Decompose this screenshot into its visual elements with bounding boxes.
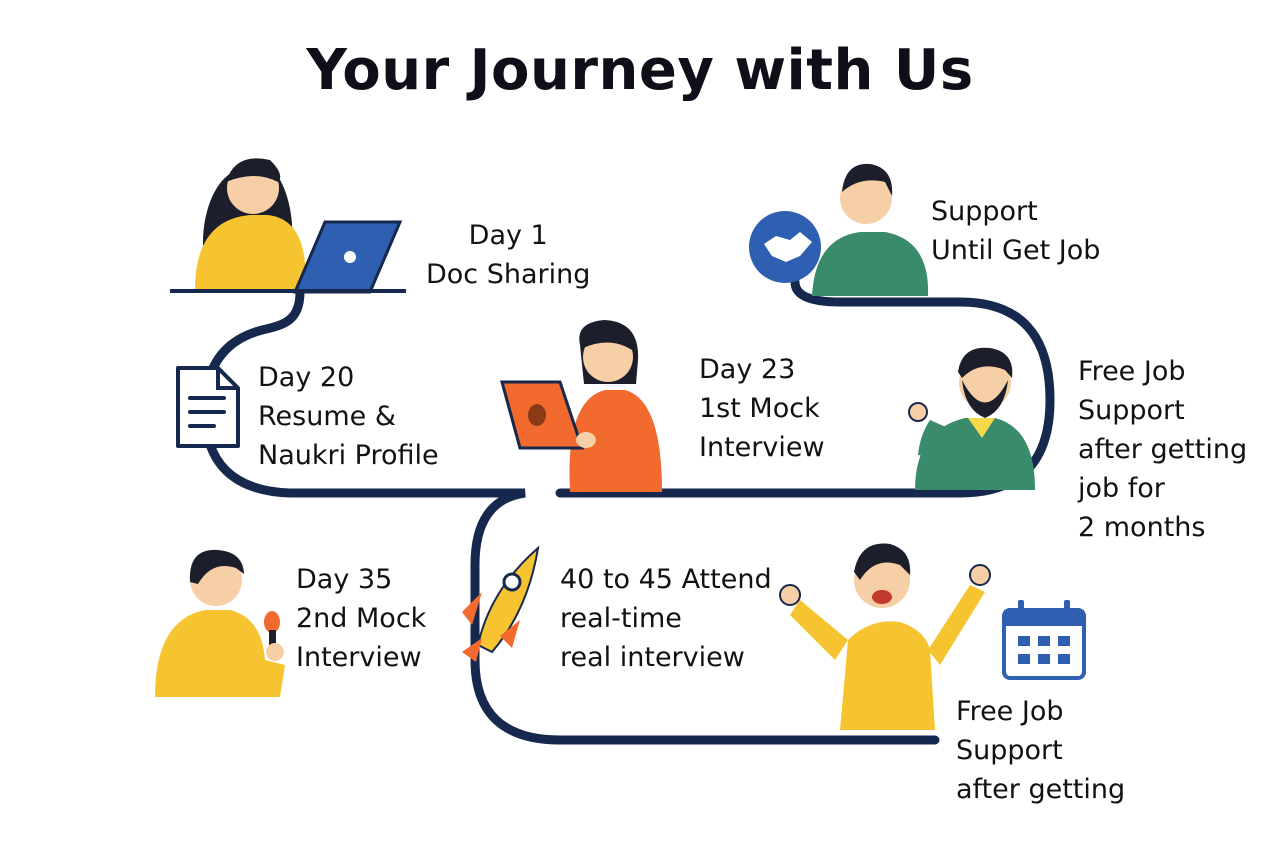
step-freejob-right-line3: after getting <box>1078 434 1248 465</box>
step-day1-label: Day 1 Doc Sharing <box>426 216 590 294</box>
step-freejob-lower-line2: Support <box>956 735 1063 766</box>
step-day23-line2: 1st Mock <box>699 393 820 424</box>
man-with-microphone-illustration <box>155 549 285 697</box>
step-day40-line3: real interview <box>560 642 745 673</box>
step-freejob-lower-line1: Free Job <box>956 696 1064 727</box>
rocket-icon <box>462 545 540 662</box>
woman-with-tablet-illustration <box>500 320 662 492</box>
step-freejob-right-label: Free Job Support after getting job for 2… <box>1078 352 1247 547</box>
journey-path <box>200 287 940 745</box>
step-freejob-right-line1: Free Job <box>1078 356 1186 387</box>
step-day35-line1: Day 35 <box>296 564 393 595</box>
step-freejob-lower-line3: after getting <box>956 774 1126 805</box>
step-day20-label: Day 20 Resume & Naukri Profile <box>258 358 439 475</box>
handshake-icon <box>749 211 821 283</box>
laptop-woman-illustration <box>170 158 406 294</box>
step-day1-line1: Day 1 <box>468 220 548 251</box>
step-support-line2: Until Get Job <box>931 235 1101 266</box>
step-freejob-right-line2: Support <box>1078 395 1185 426</box>
step-day35-line3: Interview <box>296 642 422 673</box>
step-day35-label: Day 35 2nd Mock Interview <box>296 560 426 677</box>
step-day20-line3: Naukri Profile <box>258 440 439 471</box>
calendar-icon <box>1002 600 1086 680</box>
step-day1-line2: Doc Sharing <box>426 259 591 290</box>
step-day20-line2: Resume & <box>258 401 396 432</box>
step-freejob-right-line4: job for <box>1078 473 1165 504</box>
step-day35-line2: 2nd Mock <box>296 603 427 634</box>
cheering-man-illustration <box>779 543 991 730</box>
step-day40-line1: 40 to 45 Attend <box>560 564 772 595</box>
step-day23-label: Day 23 1st Mock Interview <box>699 350 825 467</box>
page-title: Your Journey with Us <box>306 38 974 103</box>
step-support-line1: Support <box>931 196 1038 227</box>
step-day40-label: 40 to 45 Attend real-time real interview <box>560 560 772 677</box>
step-support-label: Support Until Get Job <box>931 192 1100 270</box>
bearded-man-illustration <box>908 347 1035 490</box>
support-man-illustration <box>812 163 929 296</box>
document-icon <box>176 366 240 448</box>
step-freejob-lower-label: Free Job Support after getting <box>956 692 1125 809</box>
step-day20-line1: Day 20 <box>258 362 355 393</box>
step-freejob-right-line5: 2 months <box>1078 512 1206 543</box>
step-day23-line1: Day 23 <box>699 354 796 385</box>
step-day23-line3: Interview <box>699 432 825 463</box>
step-day40-line2: real-time <box>560 603 682 634</box>
